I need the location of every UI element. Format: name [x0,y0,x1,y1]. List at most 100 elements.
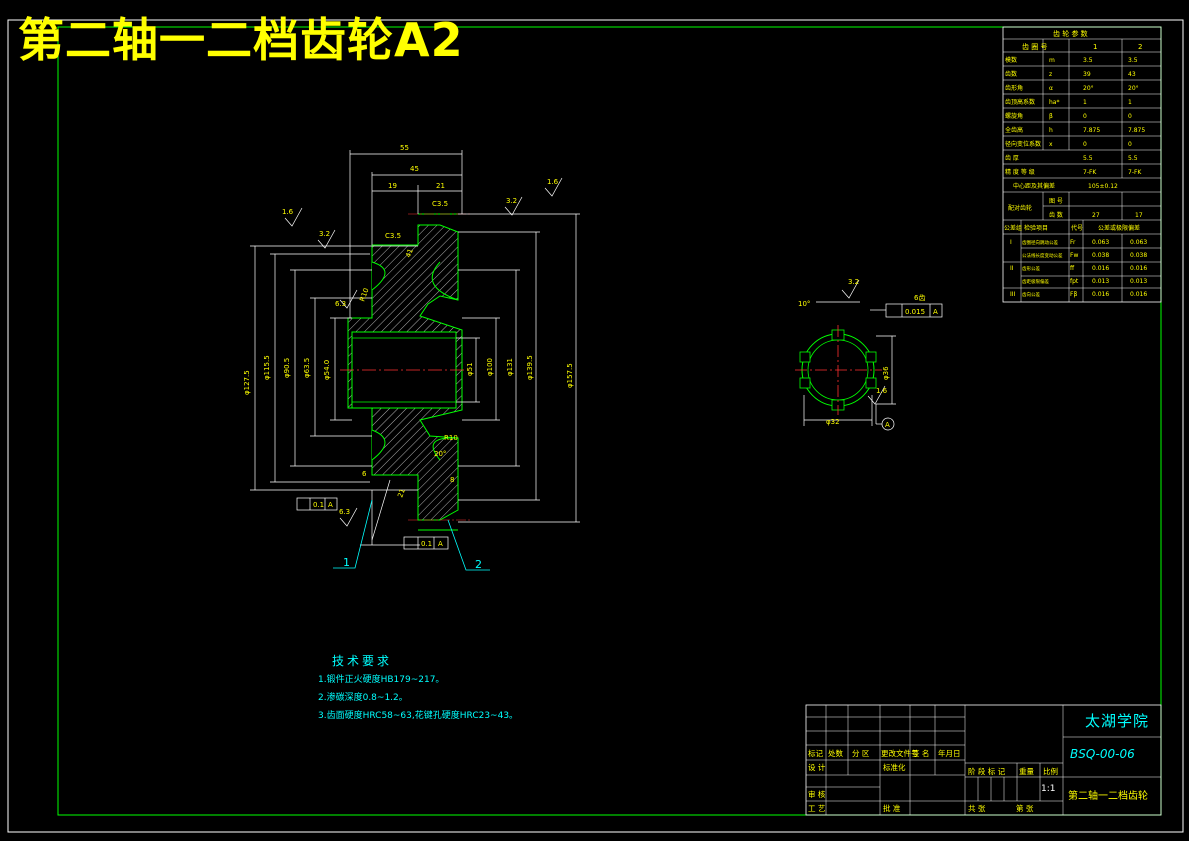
dim-r10b: R10 [444,434,458,442]
param-row-3-col-2: 1 [1083,99,1087,106]
side-dia36: φ36 [882,366,890,380]
param-row-4-col-2: 0 [1083,113,1087,120]
param-row-0-col-2: 3.5 [1083,57,1093,64]
mesh-row-1-label: 齿 数 [1049,211,1063,219]
dim-dia63-5: φ63.5 [303,358,311,378]
param-row-2-col-0: 齿形角 [1005,84,1023,92]
main-section-view: 1.6 3.2 3.2 1.6 6.3 6.3 55 45 19 21 C3.5… [243,144,580,571]
drawing-number: BSQ-00-06 [1070,747,1135,761]
dim-19: 19 [388,182,397,190]
param-row-5-col-2: 7.875 [1083,127,1100,134]
dim-dia115-5: φ115.5 [263,355,271,380]
tol-row-0-col-1: 齿圈径向跳动公差 [1022,239,1058,246]
dim-dia157-5: φ157.5 [566,363,574,388]
dim-r10a: R10 [358,287,370,303]
weight-label: 重量 [1019,767,1035,776]
mesh-label: 配对齿轮 [1008,204,1032,212]
tol-row-0-col-3: 0.063 [1092,239,1109,246]
tol-head-3: 公差或极限偏差 [1098,224,1140,232]
side-spline-view: 10° 0.015 A 3.2 1.6 φ36 φ32 6齿 A [795,278,943,431]
tol-row-4-col-1: 齿向公差 [1022,291,1040,298]
tol-row-4-col-2: Fβ [1070,291,1077,298]
param-row-3-col-3: 1 [1128,99,1132,106]
param-row-5-col-1: h [1049,127,1053,134]
param-row-2-col-2: 20° [1083,85,1094,92]
rev-head-0: 标记 [808,748,823,758]
mesh-row-1-v2: 17 [1135,212,1143,219]
rev-head-5: 年月日 [938,748,961,758]
dim-dia54: φ54.0 [323,360,331,380]
tol-row-4-col-3: 0.016 [1092,291,1109,298]
mesh-row-1-v1: 27 [1092,212,1100,219]
tol-head-0: 公差组 [1004,224,1022,232]
table-col-head-0: 齿 圈 号 [1022,43,1047,51]
param-row-4-col-3: 0 [1128,113,1132,120]
tol-row-4-col-4: 0.016 [1130,291,1147,298]
dim-dia100: φ100 [486,358,494,376]
param-row-7-col-3: 5.5 [1128,155,1138,162]
chamfer-c35a: C3.5 [432,200,448,208]
dim-21b: 21 [396,488,407,499]
design-label: 设 计 [808,762,826,772]
tol-row-3-col-3: 0.013 [1092,278,1109,285]
center-distance-label: 中心距及其偏差 [1013,182,1055,190]
review-label: 审 核 [808,789,826,799]
part-name: 第二轴一二档齿轮 [1068,791,1148,802]
dim-41: 41 [404,248,415,259]
mesh-row-0-label: 图 号 [1049,198,1063,205]
tol-row-3-col-4: 0.013 [1130,278,1147,285]
param-row-1-col-3: 43 [1128,71,1136,78]
param-row-8-col-2: 7-FK [1083,169,1097,176]
param-row-8-col-0: 精 度 等 级 [1005,168,1035,176]
param-row-5-col-0: 全齿高 [1005,126,1023,134]
tol-row-1-col-1: 公法线长度变动公差 [1022,252,1063,259]
tol-row-2-col-1: 齿形公差 [1022,265,1040,272]
drawing-title: 第二轴一二档齿轮A2 [18,13,464,67]
tol-row-2-col-3: 0.016 [1092,265,1109,272]
standard-label: 标准化 [883,762,906,772]
param-row-1-col-1: z [1049,71,1052,78]
tech-req-title: 技术要求 [332,654,393,668]
dim-dia90-5: φ90.5 [283,358,291,378]
tol-row-0-col-0: I [1010,239,1012,246]
param-row-7-col-2: 5.5 [1083,155,1093,162]
center-distance-value: 105±0.12 [1088,183,1118,190]
dim-dia51: φ51 [466,362,474,376]
balloon-2: 2 [475,558,482,571]
tol-row-4-col-0: III [1010,291,1016,298]
sheet-label: 第 张 [1016,803,1034,813]
tech-req-item-3: 3.齿面硬度HRC58~63,花键孔硬度HRC23~43。 [318,711,519,721]
roughness-3-2b: 3.2 [506,197,517,205]
side-angle: 10° [798,300,810,308]
roughness-6-3a: 6.3 [339,508,350,516]
tol-runout-a: 0.1 [313,501,324,509]
approve-label: 批 准 [883,803,901,813]
sheets-label: 共 张 [968,804,986,813]
roughness-6-3b: 6.3 [335,300,346,308]
roughness-1-6b: 1.6 [547,178,559,186]
title-block: 标记 处数 分 区 更改文件号 签 名 年月日 设 计 标准化 审 核 工 艺 … [805,704,1162,816]
side-spline: 6齿 [914,294,925,302]
dim-dia131: φ131 [506,358,514,376]
school-name: 太湖学院 [1085,712,1150,730]
param-row-8-col-3: 7-FK [1128,169,1142,176]
table-header: 齿 轮 参 数 [1053,29,1088,38]
tol-datum-a2: A [438,540,443,548]
dim-45: 45 [410,165,419,173]
param-row-2-col-1: α [1049,85,1053,92]
dim-21: 21 [436,182,445,190]
rev-head-2: 分 区 [852,749,870,758]
side-datum: A [933,308,938,316]
side-roughness-1-6: 1.6 [876,387,888,395]
dim-dia127-5: φ127.5 [243,370,251,395]
param-row-7-col-0: 齿 厚 [1005,154,1019,162]
dim-6: 6 [362,470,367,478]
scale-value: 1:1 [1041,784,1056,794]
tol-runout-b: 0.1 [421,540,432,548]
ratio-label: 比例 [1043,766,1058,776]
dim-8: 8 [450,476,454,484]
param-row-3-col-0: 齿顶高系数 [1005,98,1035,106]
table-col-head-2: 2 [1138,43,1142,51]
process-label: 工 艺 [808,804,825,813]
